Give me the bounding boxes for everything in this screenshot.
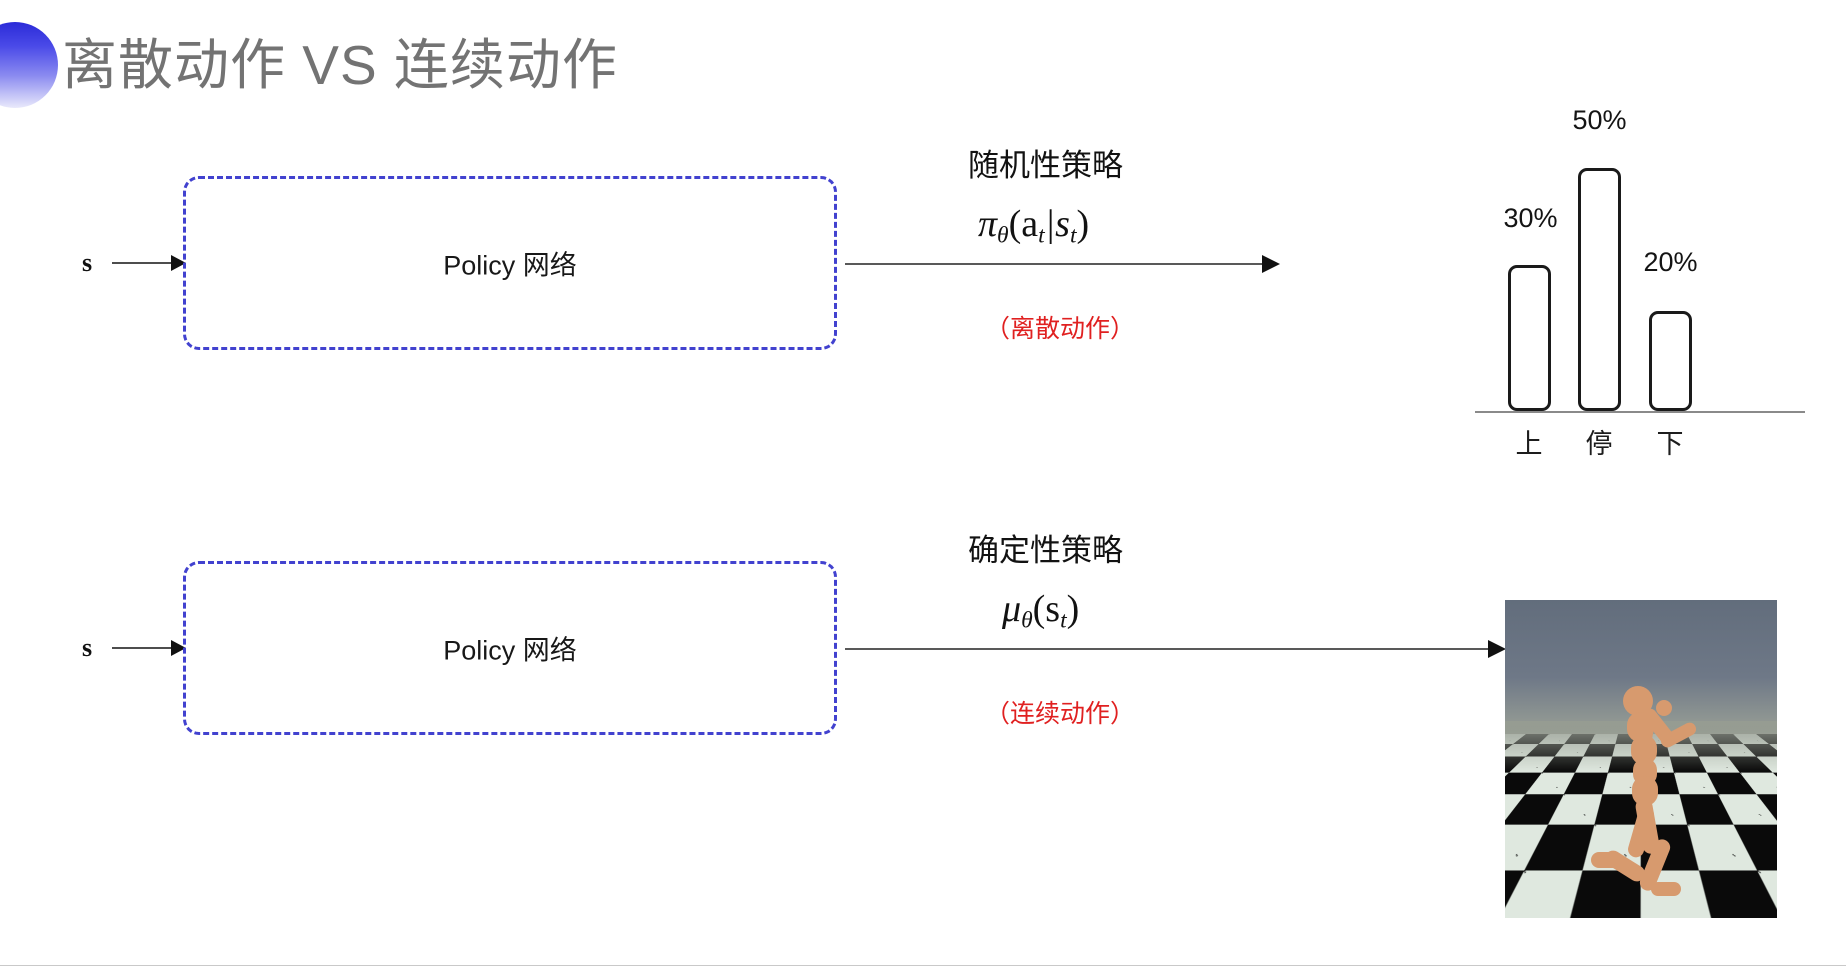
policy-network-label-continuous: Policy 网络 xyxy=(443,635,577,666)
input-state-label-discrete: s xyxy=(82,248,93,277)
input-state-label-continuous: s xyxy=(82,633,93,662)
bar-up xyxy=(1508,265,1551,411)
formula-close-2: ) xyxy=(1066,588,1080,630)
probability-bar-chart: 30% 上 50% 停 20% 下 xyxy=(1475,100,1810,459)
formula-open-a: (a xyxy=(1008,203,1039,245)
formula-theta: θ xyxy=(997,222,1009,249)
bar-value-up: 30% xyxy=(1503,203,1558,233)
policy-formula-continuous: μθ(st) xyxy=(1002,587,1079,635)
output-arrow-discrete xyxy=(845,255,1280,273)
output-arrow-continuous xyxy=(845,640,1506,658)
bar-value-down: 20% xyxy=(1643,247,1698,277)
input-arrow-continuous xyxy=(112,640,186,656)
humanoid-foot-right xyxy=(1591,852,1623,868)
bar-value-stop: 50% xyxy=(1572,105,1627,135)
formula-pi: π xyxy=(978,203,998,245)
formula-t1: t xyxy=(1038,222,1045,249)
humanoid-hand-left xyxy=(1656,700,1672,716)
bar-down xyxy=(1649,311,1692,411)
action-type-note-continuous: （连续动作） xyxy=(985,700,1136,728)
policy-network-box-continuous[interactable]: Policy 网络 xyxy=(183,561,837,735)
policy-network-box-discrete[interactable]: Policy 网络 xyxy=(183,176,837,350)
formula-theta-2: θ xyxy=(1021,607,1033,634)
formula-bar-s: |s xyxy=(1044,203,1070,245)
policy-type-label-continuous: 确定性策略 xyxy=(968,533,1123,568)
policy-formula-discrete: πθ(at|st) xyxy=(978,202,1089,250)
page-title: 离散动作 VS 连续动作 xyxy=(62,34,618,96)
bar-category-down: 下 xyxy=(1656,429,1684,459)
input-arrow-discrete xyxy=(112,255,186,271)
gradient-circle-bullet-icon xyxy=(0,22,58,108)
formula-t2: t xyxy=(1069,222,1077,249)
formula-mu: μ xyxy=(1002,588,1022,630)
formula-close-1: ) xyxy=(1076,203,1090,245)
formula-open-s: (s xyxy=(1032,588,1061,630)
action-type-note-discrete: （离散动作） xyxy=(985,315,1136,343)
humanoid-simulation-image xyxy=(1505,600,1777,918)
humanoid-foot-left xyxy=(1651,882,1681,896)
humanoid-figure xyxy=(1505,600,1777,918)
chart-x-axis xyxy=(1475,411,1805,413)
bar-category-stop: 停 xyxy=(1585,429,1613,459)
formula-t3: t xyxy=(1060,607,1067,634)
bar-category-up: 上 xyxy=(1515,429,1543,459)
policy-type-label-discrete: 随机性策略 xyxy=(968,148,1123,183)
bar-stop xyxy=(1578,168,1621,411)
policy-network-label-discrete: Policy 网络 xyxy=(443,250,577,281)
